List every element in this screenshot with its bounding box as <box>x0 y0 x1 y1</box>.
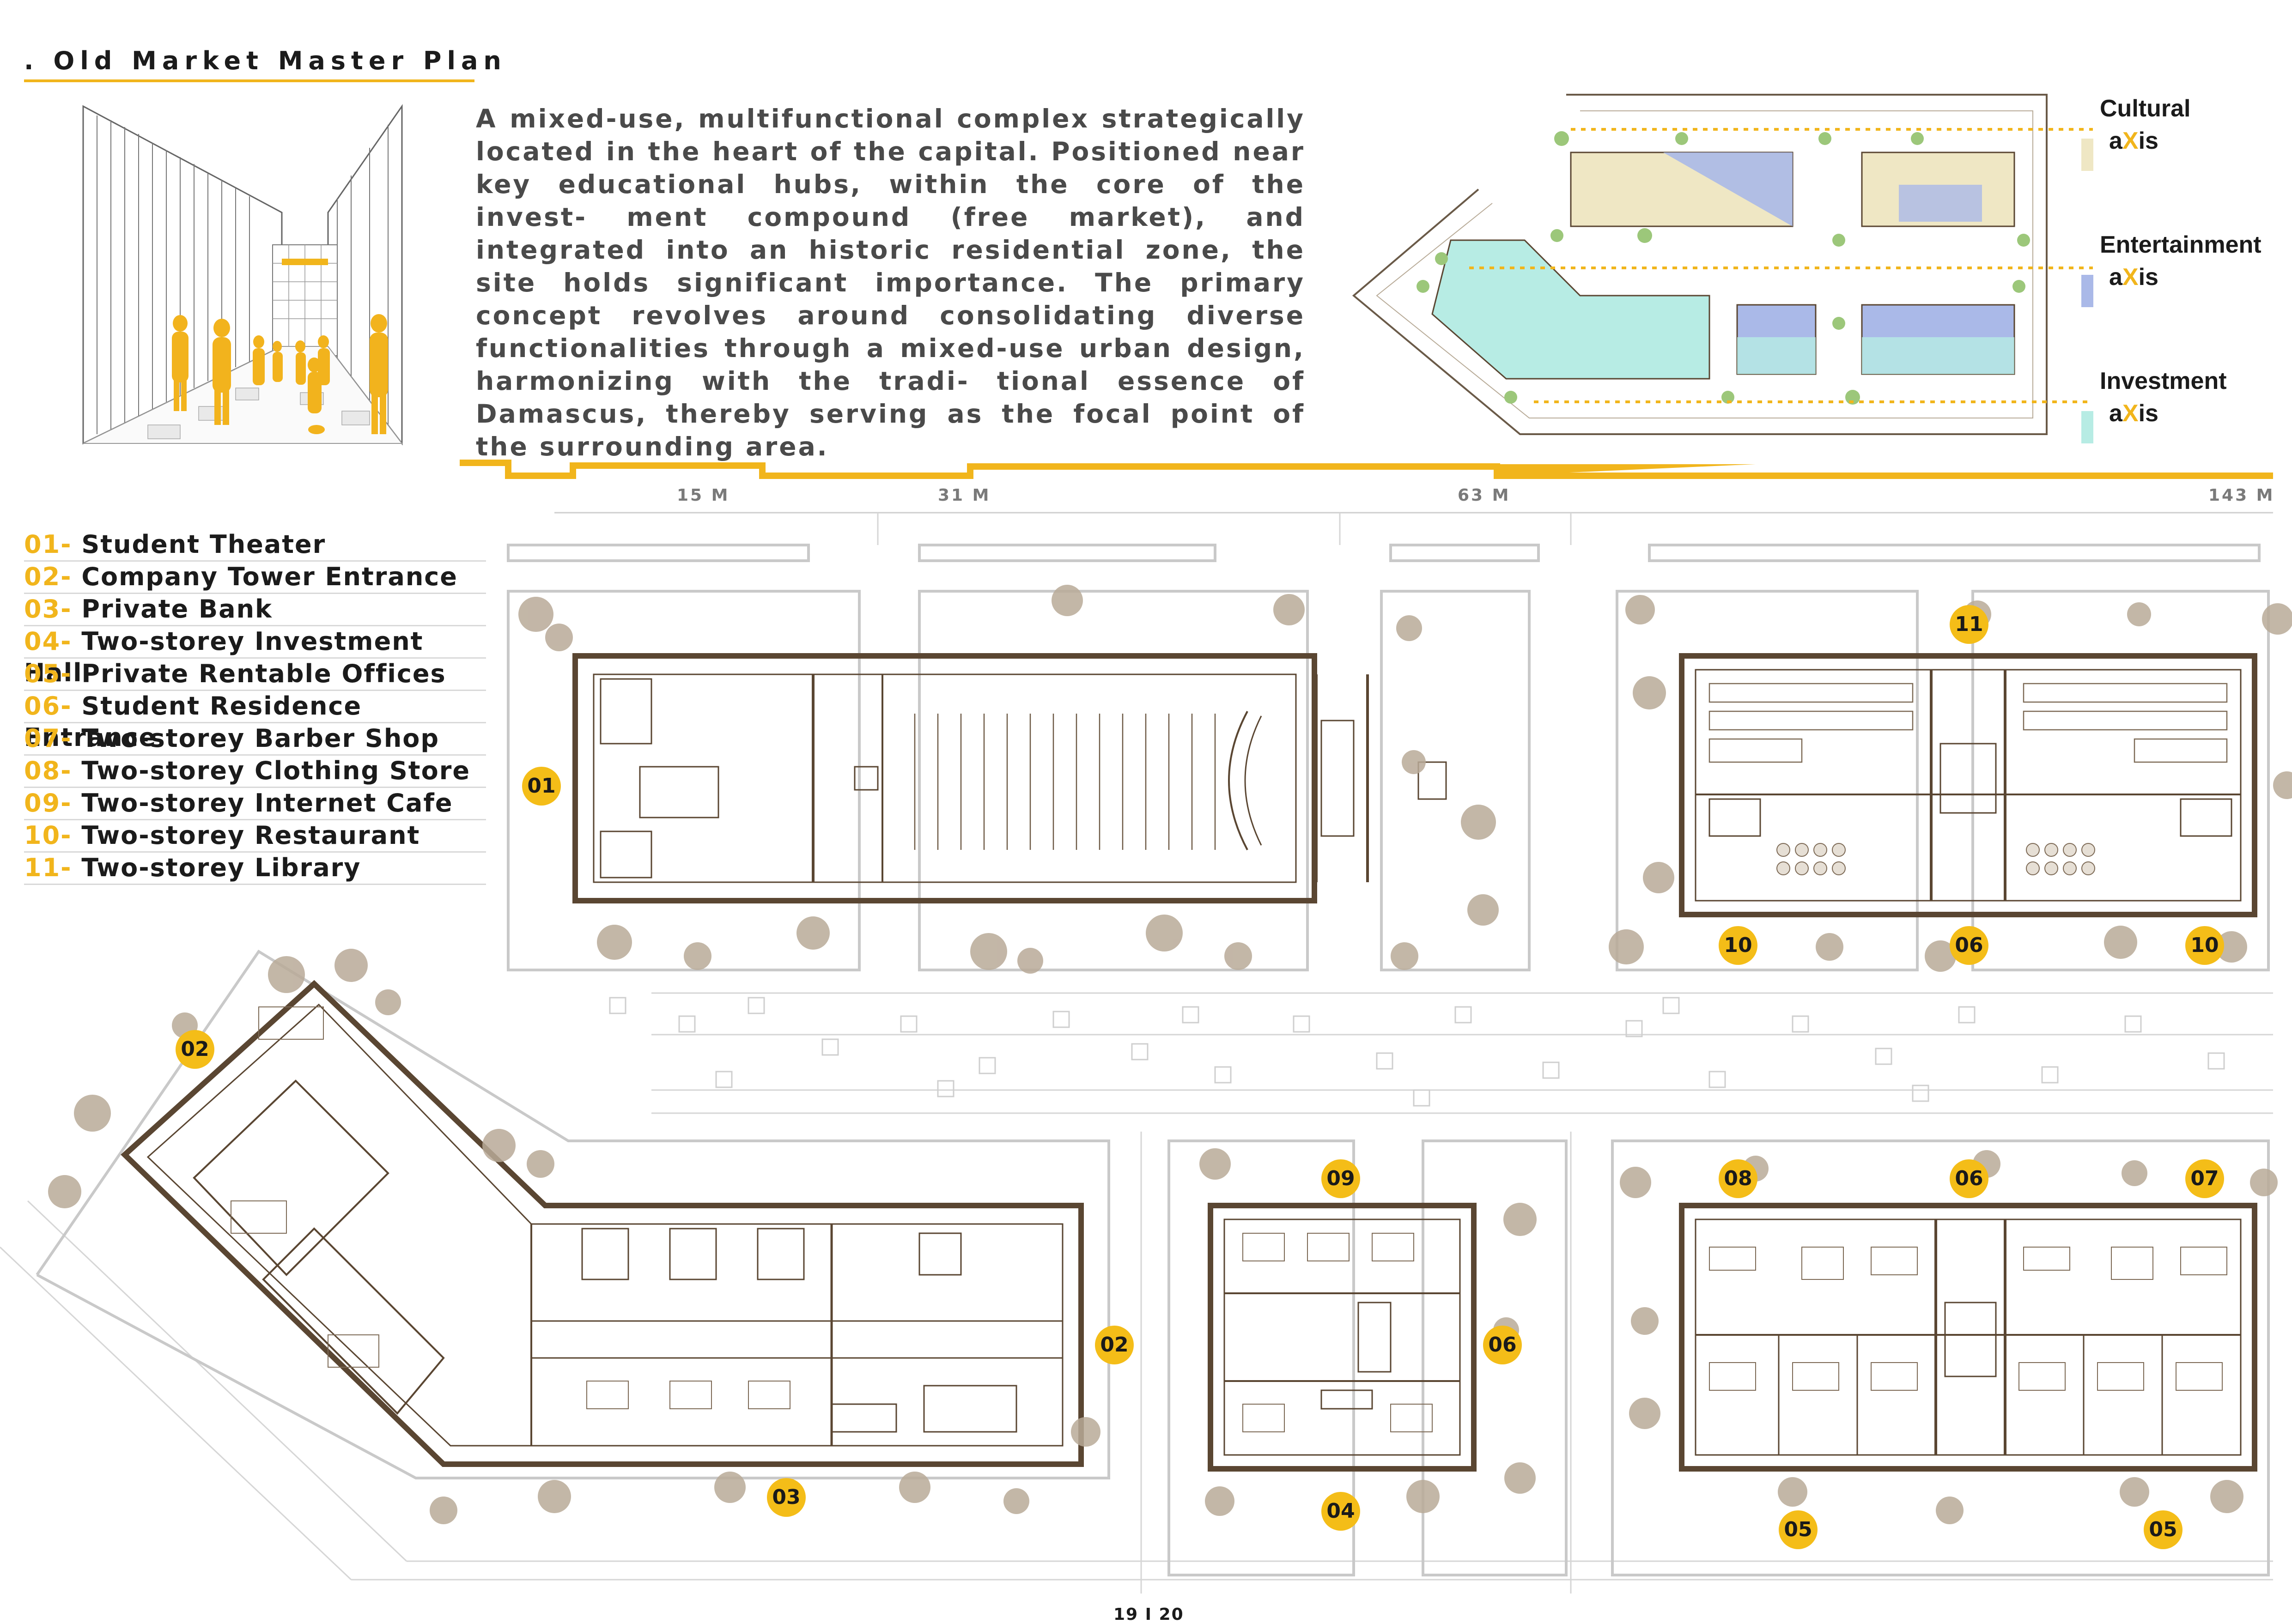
axis-suffix: aXis <box>2100 397 2227 430</box>
axis-label-investment: Investment aXis <box>2100 365 2227 430</box>
legend-number: 04- <box>24 627 72 656</box>
legend-item: 04- Two-storey Investment Hall <box>24 626 486 687</box>
badge-06: 06 <box>1950 1159 1988 1198</box>
axis-suffix-is: is <box>2138 127 2158 154</box>
badge-01: 01 <box>522 767 561 806</box>
legend-label: Two-storey Restaurant <box>81 821 420 850</box>
scale-label-31: 31 M <box>938 486 991 505</box>
badge-10: 10 <box>1719 926 1757 965</box>
legend-label: Two-storey Library <box>81 853 361 882</box>
cultural-axis-swatch <box>2081 139 2093 171</box>
badge-10: 10 <box>2185 926 2224 965</box>
badge-02: 02 <box>1095 1326 1134 1364</box>
legend-item: 01- Student Theater <box>24 529 486 562</box>
entertainment-axis-swatch <box>2081 275 2093 307</box>
badge-09: 09 <box>1321 1159 1360 1198</box>
badge-04: 04 <box>1321 1492 1360 1531</box>
axis-suffix: aXis <box>2100 125 2190 157</box>
legend-number: 08- <box>24 756 72 785</box>
investment-axis-swatch <box>2081 411 2093 443</box>
legend-label: Two-storey Investment Hall <box>24 627 424 687</box>
legend-item: 06- Student Residence Entrance <box>24 691 486 752</box>
badge-05: 05 <box>1779 1510 1818 1549</box>
legend-label: Student Theater <box>81 530 326 559</box>
axis-suffix-is: is <box>2138 264 2158 291</box>
badge-06: 06 <box>1483 1326 1522 1364</box>
axis-suffix-x: X <box>2122 400 2139 427</box>
page-title: . Old Market Master Plan <box>24 46 507 75</box>
axis-suffix-a: a <box>2109 400 2122 427</box>
legend-item: 03- Private Bank <box>24 594 486 626</box>
legend-number: 10- <box>24 821 72 850</box>
legend-label: Two-storey Internet Cafe <box>81 788 453 818</box>
axis-name: Investment <box>2100 368 2227 394</box>
axis-label-cultural: Cultural aXis <box>2100 92 2190 157</box>
title-underline <box>24 79 474 82</box>
badge-11: 11 <box>1950 605 1988 644</box>
scale-label-63: 63 M <box>1458 486 1511 505</box>
legend-number: 09- <box>24 788 72 818</box>
badge-08: 08 <box>1719 1159 1757 1198</box>
axis-label-entertainment: Entertainment aXis <box>2100 229 2262 293</box>
legend-number: 02- <box>24 562 72 591</box>
axis-name: Cultural <box>2100 95 2191 122</box>
legend-item: 08- Two-storey Clothing Store <box>24 755 486 788</box>
badge-05: 05 <box>2144 1510 2183 1549</box>
axis-suffix-a: a <box>2109 127 2122 154</box>
legend-number: 01- <box>24 530 72 559</box>
legend-number: 06- <box>24 691 72 721</box>
legend-item: 09- Two-storey Internet Cafe <box>24 788 486 820</box>
legend-item: 07- Two-storey Barber Shop <box>24 723 486 756</box>
legend-label: Student Residence Entrance <box>24 691 362 752</box>
legend-label: Private Bank <box>81 594 273 624</box>
axis-name: Entertainment <box>2100 231 2262 258</box>
axis-suffix: aXis <box>2100 261 2262 293</box>
legend-number: 03- <box>24 594 72 624</box>
badge-06: 06 <box>1950 926 1988 965</box>
badge-07: 07 <box>2185 1159 2224 1198</box>
legend-label: Two-storey Clothing Store <box>81 756 470 785</box>
axis-suffix-is: is <box>2138 400 2158 427</box>
project-description: A mixed-use, multifunctional complex str… <box>476 104 1305 461</box>
legend-item: 10- Two-storey Restaurant <box>24 820 486 853</box>
scale-label-143: 143 M <box>2208 486 2275 505</box>
axis-suffix-a: a <box>2109 264 2122 291</box>
scale-label-15: 15 M <box>677 486 730 505</box>
legend-item: 11- Two-storey Library <box>24 852 486 885</box>
page-number: 19 I 20 <box>1113 1605 1184 1624</box>
legend-label: Company Tower Entrance <box>81 562 458 591</box>
axis-suffix-x: X <box>2122 264 2139 291</box>
legend-number: 05- <box>24 659 72 688</box>
legend-item: 02- Company Tower Entrance <box>24 561 486 594</box>
badge-02: 02 <box>176 1030 214 1069</box>
legend-label: Private Rentable Offices <box>81 659 446 688</box>
legend-label: Two-storey Barber Shop <box>81 724 440 753</box>
legend-number: 07- <box>24 724 72 753</box>
badge-03: 03 <box>767 1478 806 1517</box>
legend-number: 11- <box>24 853 72 882</box>
legend-item: 05- Private Rentable Offices <box>24 658 486 691</box>
axis-suffix-x: X <box>2122 127 2139 154</box>
